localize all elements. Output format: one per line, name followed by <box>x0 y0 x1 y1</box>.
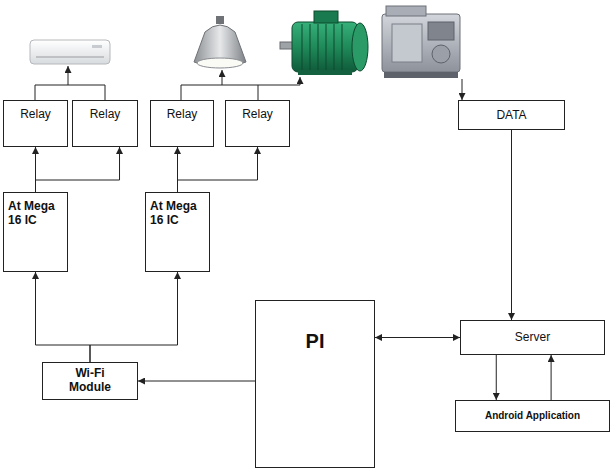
air-conditioner-icon <box>30 40 110 64</box>
data-box: DATA <box>458 100 565 130</box>
connector-arrow <box>36 147 120 192</box>
connector-arrow <box>36 272 91 362</box>
node-label: Server <box>515 330 550 344</box>
connector-arrow <box>375 337 460 338</box>
server-box: Server <box>460 320 605 355</box>
node-label: PI <box>306 329 325 353</box>
node-label: Android Application <box>485 410 580 422</box>
node-label: Relay <box>90 107 121 121</box>
relay-box: Relay <box>150 100 214 147</box>
node-label: Relay <box>242 107 273 121</box>
machine-icon <box>382 6 460 78</box>
microcontroller-box: At Mega 16 IC <box>3 192 68 272</box>
wifi-module-box: Wi-Fi Module <box>42 362 138 400</box>
android-app-box: Android Application <box>455 400 610 432</box>
node-label: DATA <box>496 108 526 122</box>
relay-box: Relay <box>225 100 290 147</box>
connector-arrow <box>90 272 178 362</box>
raspberry-pi-box: PI <box>255 300 375 468</box>
connector-arrow <box>496 355 497 400</box>
lamp-icon <box>194 16 246 68</box>
node-label: Relay <box>167 107 198 121</box>
node-label: Wi-Fi Module <box>65 366 115 395</box>
wire <box>35 66 462 100</box>
node-label: At Mega 16 IC <box>150 199 205 228</box>
relay-box: Relay <box>72 100 138 147</box>
connector-arrow <box>138 381 255 382</box>
node-label: Relay <box>20 107 51 121</box>
connector-arrow <box>178 147 258 192</box>
connector-arrow <box>511 130 512 320</box>
electric-motor-icon <box>280 11 368 75</box>
connector-arrow <box>551 355 552 400</box>
node-label: At Mega 16 IC <box>8 199 63 228</box>
relay-box: Relay <box>3 100 68 147</box>
microcontroller-box: At Mega 16 IC <box>145 192 210 272</box>
